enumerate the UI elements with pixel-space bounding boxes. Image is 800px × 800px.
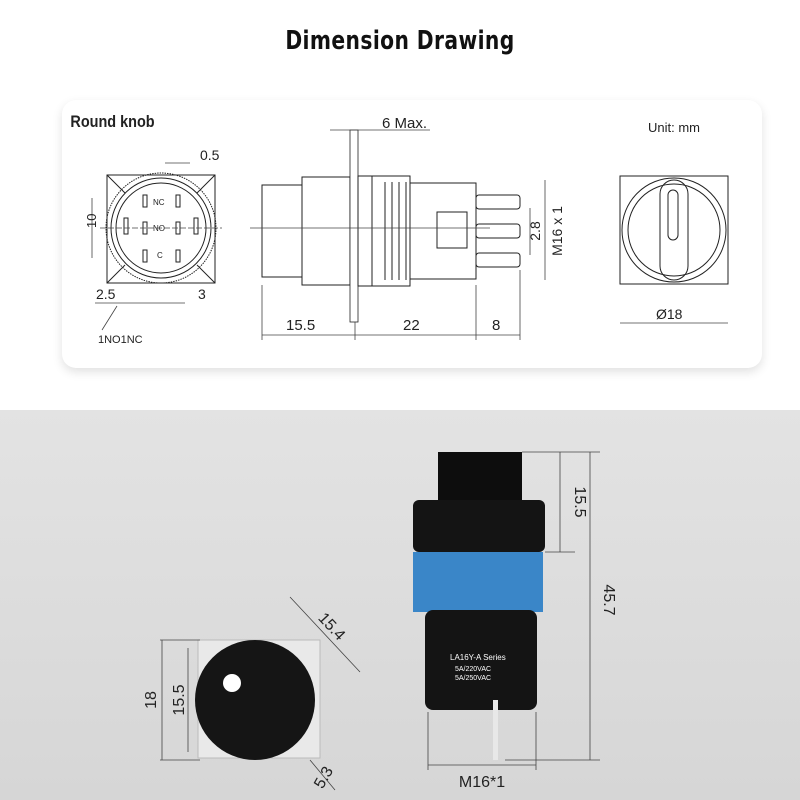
product-photo-area <box>0 410 800 800</box>
page-title: Dimension Drawing <box>285 26 515 56</box>
switch-photo-upright: LA16Y-A Series 5A/220VAC 5A/250VAC 15.5 … <box>413 451 617 791</box>
contact-no: NO <box>153 224 165 233</box>
side-view: 6 Max. 15.5 22 8 2.8 M16 x 1 <box>250 115 565 340</box>
dim-0-5: 0.5 <box>200 147 220 163</box>
dim-15-5: 15.5 <box>286 317 315 334</box>
dim-top-15-4: 15.4 <box>314 610 348 644</box>
label-series: LA16Y-A Series <box>450 653 506 662</box>
dim-m16-thread: M16 x 1 <box>549 206 565 256</box>
front-view: NC NO C 10 0.5 2.5 3 1NO1NC <box>84 147 222 346</box>
dim-2-8: 2.8 <box>527 221 543 241</box>
unit-label: Unit: mm <box>648 120 700 135</box>
dim-width-18: 18 <box>143 691 160 709</box>
contact-c: C <box>157 251 163 260</box>
dim-total-45-7: 45.7 <box>600 584 617 615</box>
label-rating-1: 5A/220VAC <box>455 666 491 673</box>
dim-8: 8 <box>492 317 500 334</box>
label-rating-2: 5A/250VAC <box>455 675 491 682</box>
round-knob-label: Round knob <box>70 113 154 131</box>
dim-thread-m16: M16*1 <box>459 774 505 791</box>
dim-knob-15-5: 15.5 <box>571 486 588 517</box>
dim-6-max: 6 Max. <box>382 115 427 132</box>
contact-note: 1NO1NC <box>98 334 143 346</box>
rear-view: Ø18 <box>619 175 729 324</box>
dim-22: 22 <box>403 317 420 334</box>
switch-photo-angled: 18 15.5 15.4 5.3 <box>143 596 361 792</box>
contact-nc: NC <box>153 198 165 207</box>
dim-width-15-5: 15.5 <box>171 684 188 715</box>
dim-diameter-18: Ø18 <box>656 306 683 322</box>
dim-2-5: 2.5 <box>96 286 116 302</box>
dim-10: 10 <box>84 214 99 228</box>
dim-3: 3 <box>198 286 206 302</box>
